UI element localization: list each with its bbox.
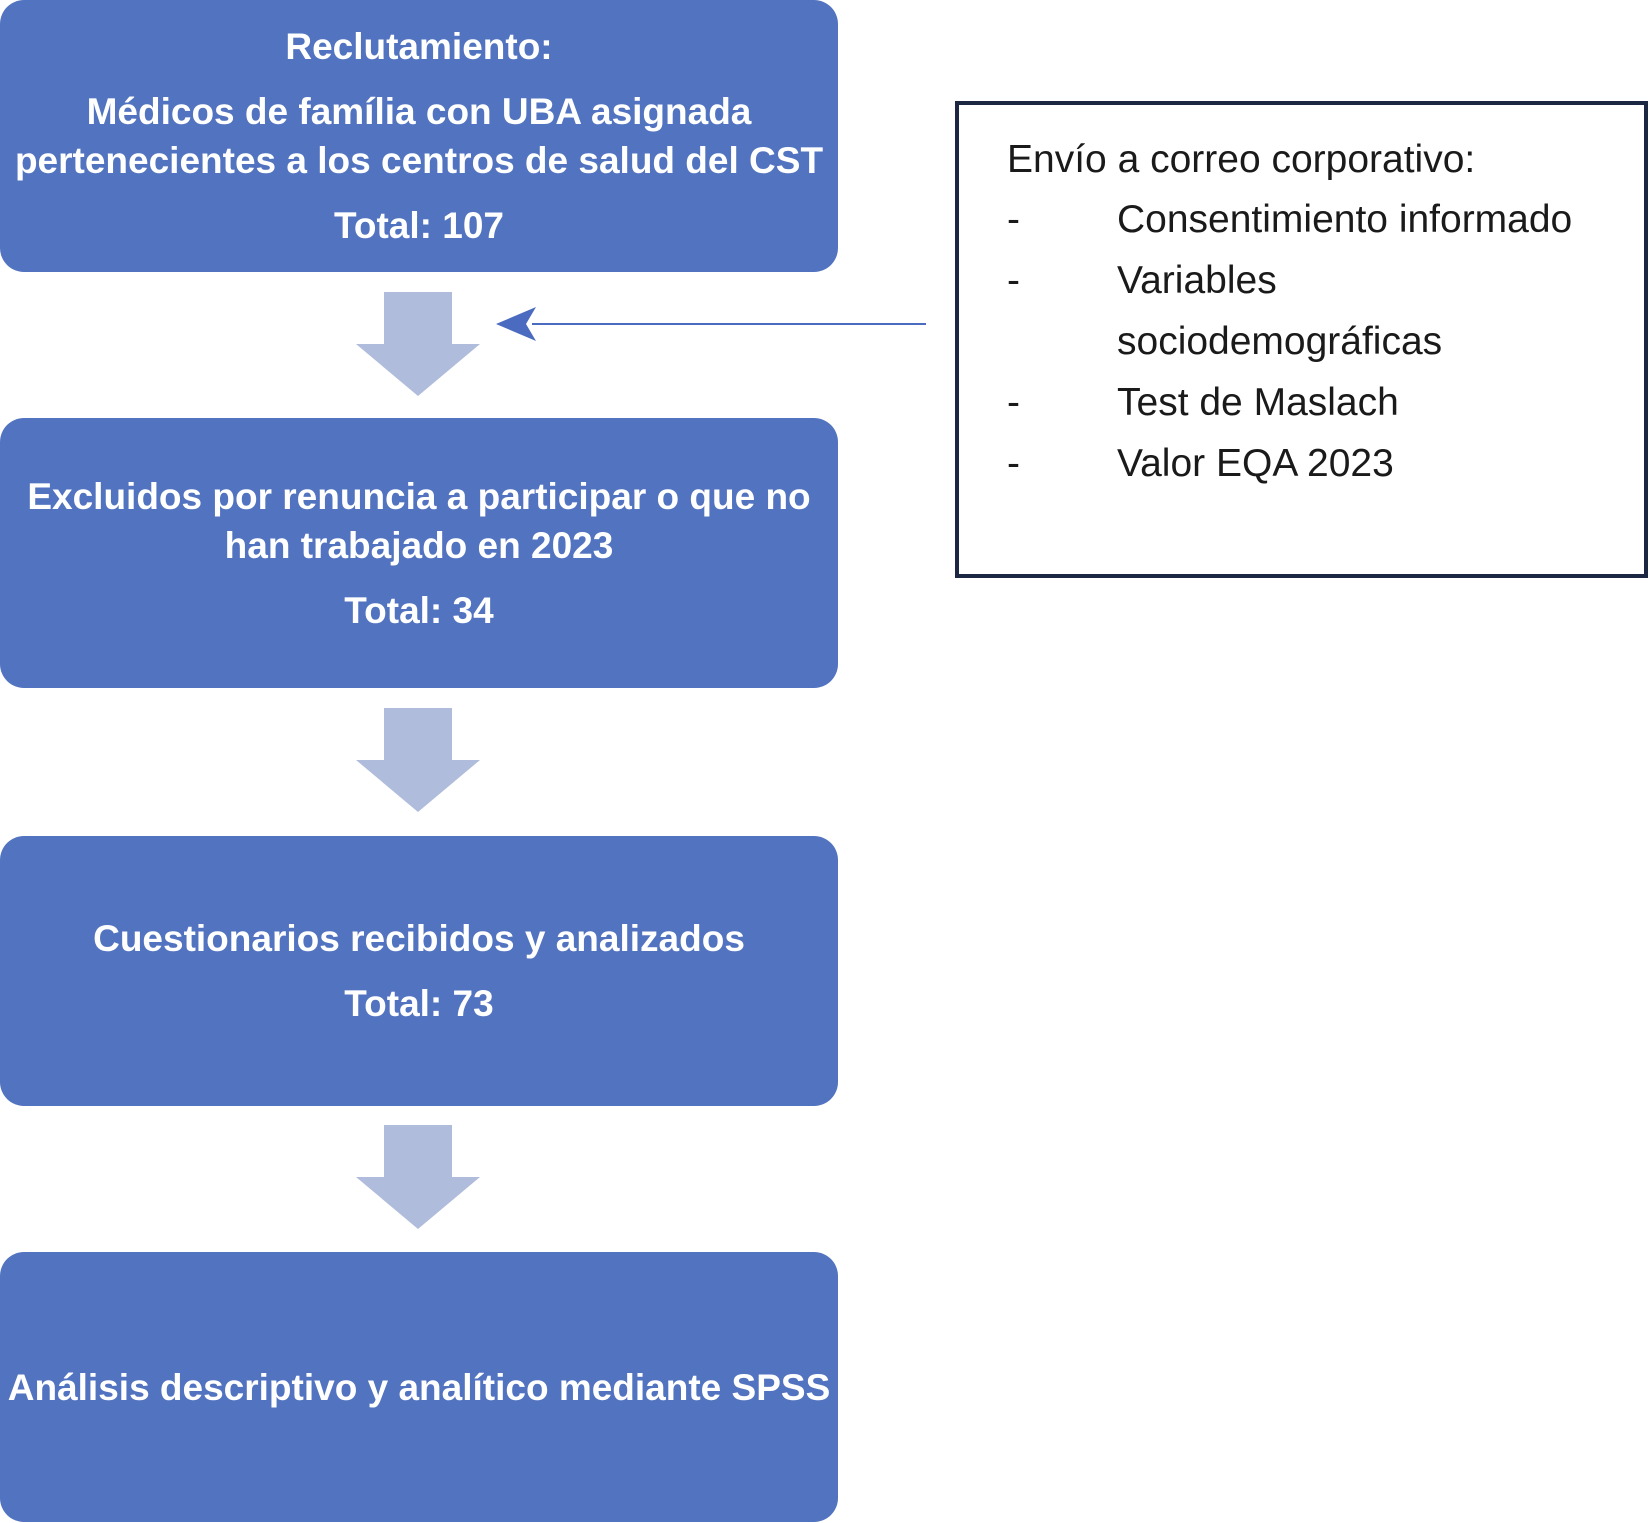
recruitment-line-1: Médicos de família con UBA asignada bbox=[86, 91, 752, 132]
list-item: - Valor EQA 2023 bbox=[1007, 433, 1644, 494]
bullet-dash: - bbox=[1007, 381, 1020, 424]
list-item: - Variables sociodemográficas bbox=[1007, 250, 1644, 372]
email-note-box: Envío a correo corporativo: - Consentimi… bbox=[955, 101, 1648, 578]
left-arrow-icon bbox=[496, 307, 926, 341]
list-item: - Consentimiento informado bbox=[1007, 189, 1644, 250]
analysis-box: Análisis descriptivo y analítico mediant… bbox=[0, 1252, 838, 1522]
list-item-text: Variables sociodemográficas bbox=[1117, 259, 1443, 363]
list-item: - Test de Maslach bbox=[1007, 372, 1644, 433]
analyzed-box: Cuestionarios recibidos y analizados Tot… bbox=[0, 836, 838, 1106]
analysis-line-1: Análisis descriptivo y analítico mediant… bbox=[7, 1366, 831, 1408]
email-note-title: Envío a correo corporativo: bbox=[1007, 138, 1476, 181]
down-arrow-icon bbox=[356, 292, 480, 396]
recruitment-line-2: pertenecientes a los centros de salud de… bbox=[14, 140, 824, 181]
excluded-line-1: Excluidos por renuncia a participar o qu… bbox=[27, 475, 811, 517]
list-item-text: Consentimiento informado bbox=[1117, 198, 1573, 241]
email-note-list: - Consentimiento informado - Variables s… bbox=[1007, 189, 1644, 494]
list-item-text: Valor EQA 2023 bbox=[1117, 442, 1394, 485]
down-arrow-icon bbox=[356, 1125, 480, 1229]
excluded-total: Total: 34 bbox=[344, 589, 494, 631]
recruitment-heading: Reclutamiento: bbox=[285, 26, 553, 67]
bullet-dash: - bbox=[1007, 442, 1020, 485]
excluded-line-2: han trabajado en 2023 bbox=[224, 524, 614, 566]
recruitment-total: Total: 107 bbox=[334, 205, 504, 246]
list-item-text: Test de Maslach bbox=[1117, 381, 1399, 424]
down-arrow-icon bbox=[356, 708, 480, 812]
analyzed-total: Total: 73 bbox=[344, 983, 494, 1024]
recruitment-box: Reclutamiento: Médicos de família con UB… bbox=[0, 0, 838, 272]
excluded-box: Excluidos por renuncia a participar o qu… bbox=[0, 418, 838, 688]
bullet-dash: - bbox=[1007, 259, 1020, 302]
bullet-dash: - bbox=[1007, 198, 1020, 241]
analyzed-line-1: Cuestionarios recibidos y analizados bbox=[93, 918, 745, 959]
